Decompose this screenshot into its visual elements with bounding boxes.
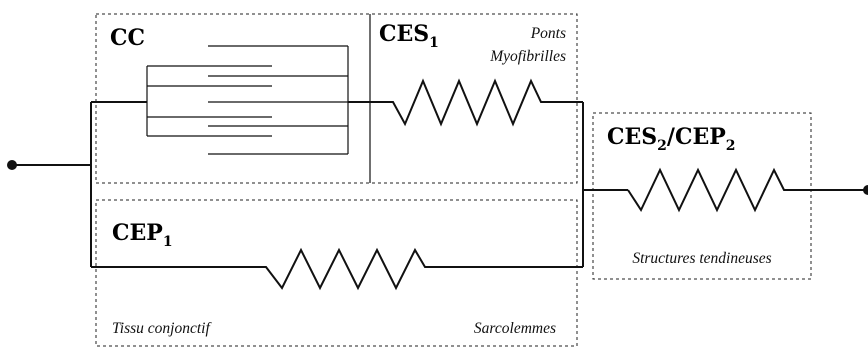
sarcolemmes-label: Sarcolemmes — [474, 320, 556, 337]
cc-label: CC — [110, 25, 145, 51]
ces1-label: CES1 — [379, 21, 439, 51]
ces2-cep2-label: CES2/CEP2 — [607, 124, 736, 154]
ponts-label: Ponts — [530, 25, 566, 42]
ces2-cep2-box — [592, 112, 812, 280]
structures-tendineuses-label: Structures tendineuses — [632, 250, 771, 267]
cep1-spring — [91, 247, 583, 291]
contractile-component — [146, 45, 349, 155]
right-terminal — [863, 185, 868, 195]
cep1-label: CEP1 — [112, 220, 173, 250]
ces2-cep2-spring — [627, 167, 868, 213]
myofibrilles-label: Myofibrilles — [489, 48, 566, 65]
cc-ces1-box — [95, 13, 578, 184]
tissu-conjonctif-label: Tissu conjonctif — [112, 320, 212, 337]
cep1-box — [95, 199, 578, 347]
ces1-spring — [386, 78, 575, 127]
